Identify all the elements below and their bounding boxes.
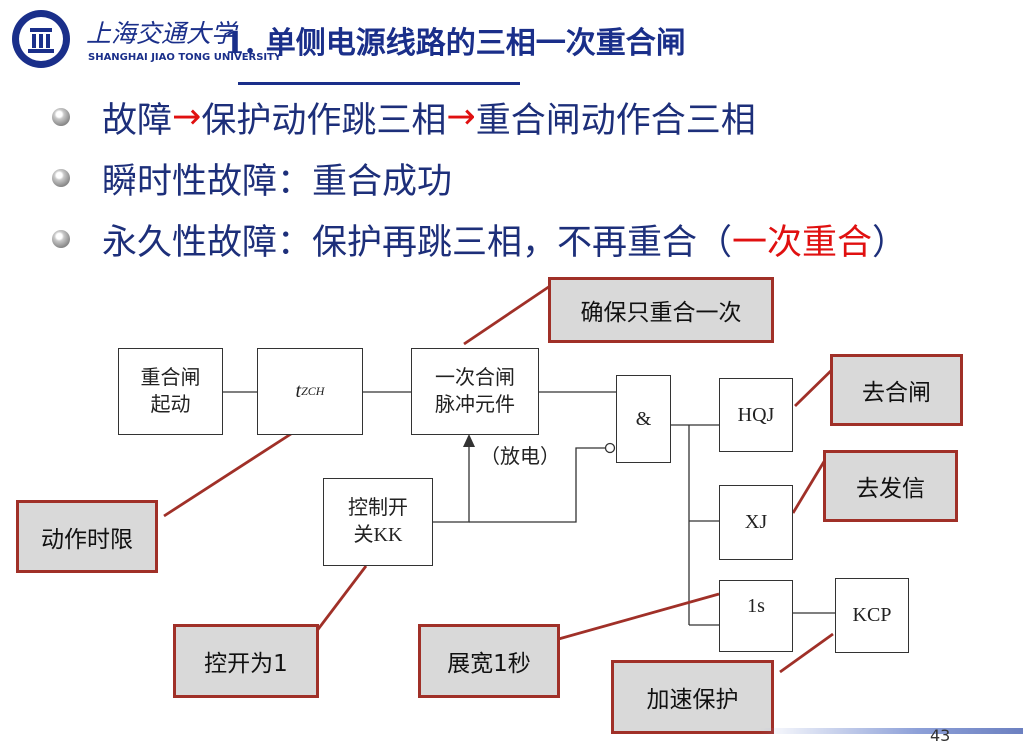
- kcp-block: KCP: [835, 578, 909, 653]
- leader-accelerate: [779, 632, 834, 674]
- bullet-text-transient: 瞬时性故障：重合成功: [102, 161, 453, 202]
- and-gate: &: [616, 375, 671, 463]
- university-name-cn: 上海交通大学: [86, 19, 237, 48]
- wire-switch-to-and: [469, 447, 606, 523]
- inverter-bubble-icon: [604, 442, 616, 454]
- footer-rule: [760, 728, 1023, 734]
- bullet-highlight-once: 一次重合: [732, 222, 873, 263]
- bullet-text-reclose: 重合闸动作合三相: [475, 100, 756, 141]
- bullet-text-trip: 保护动作跳三相: [201, 100, 447, 141]
- arrow-icon: →: [446, 97, 476, 137]
- hqj-block: HQJ: [719, 378, 793, 452]
- leader-once-only: [463, 280, 557, 346]
- callout-widen-1s: 展宽1秒: [418, 624, 560, 698]
- university-name-en: SHANGHAI JIAO TONG UNIVERSITY: [88, 52, 282, 63]
- callout-action-time: 动作时限: [16, 500, 158, 573]
- slide-title: 1. 单侧电源线路的三相一次重合闸: [224, 26, 686, 61]
- page-number: 43: [930, 726, 951, 745]
- bullet-text-close-paren: ）: [872, 222, 908, 263]
- callout-to-close: 去合闸: [830, 354, 963, 426]
- leader-to-signal: [791, 454, 830, 514]
- xj-block: XJ: [719, 485, 793, 560]
- discharge-label: （放电）: [480, 446, 560, 468]
- bullet-icon: [52, 169, 70, 187]
- arrow-icon: →: [172, 97, 202, 137]
- bullet-text-fault: 故障: [102, 100, 173, 141]
- callout-accelerate: 加速保护: [611, 660, 774, 734]
- university-logo: [12, 10, 70, 68]
- widen-block: 1s: [719, 580, 793, 652]
- callout-to-signal: 去发信: [823, 450, 958, 522]
- bullet-icon: [52, 230, 70, 248]
- reclose-start-block: 重合闸 起动: [118, 348, 223, 435]
- arrow-up-icon: [463, 434, 475, 447]
- timer-symbol: t: [295, 380, 302, 402]
- bullet-permanent-fault: 永久性故障：保护再跳三相，不再重合（ 一次重合 ）: [52, 214, 907, 264]
- control-switch-block: 控制开 关KK: [323, 478, 433, 566]
- timer-subscript: ZCH: [301, 384, 325, 399]
- title-underline: [238, 82, 520, 85]
- leader-widen-1s: [554, 592, 720, 642]
- leader-action-time: [163, 430, 295, 518]
- bullet-transient-fault: 瞬时性故障：重合成功: [52, 153, 452, 203]
- wire-switch-to-pulse: [433, 445, 470, 523]
- bullet-fault-sequence: 故障 → 保护动作跳三相 → 重合闸动作合三相: [52, 92, 756, 142]
- bullet-text-permanent: 永久性故障：保护再跳三相，不再重合（: [102, 222, 733, 263]
- bullet-icon: [52, 108, 70, 126]
- callout-switch-one: 控开为1: [173, 624, 319, 698]
- pulse-element-block: 一次合闸 脉冲元件: [411, 348, 539, 435]
- callout-once-only: 确保只重合一次: [548, 277, 774, 343]
- leader-switch-one: [311, 565, 368, 637]
